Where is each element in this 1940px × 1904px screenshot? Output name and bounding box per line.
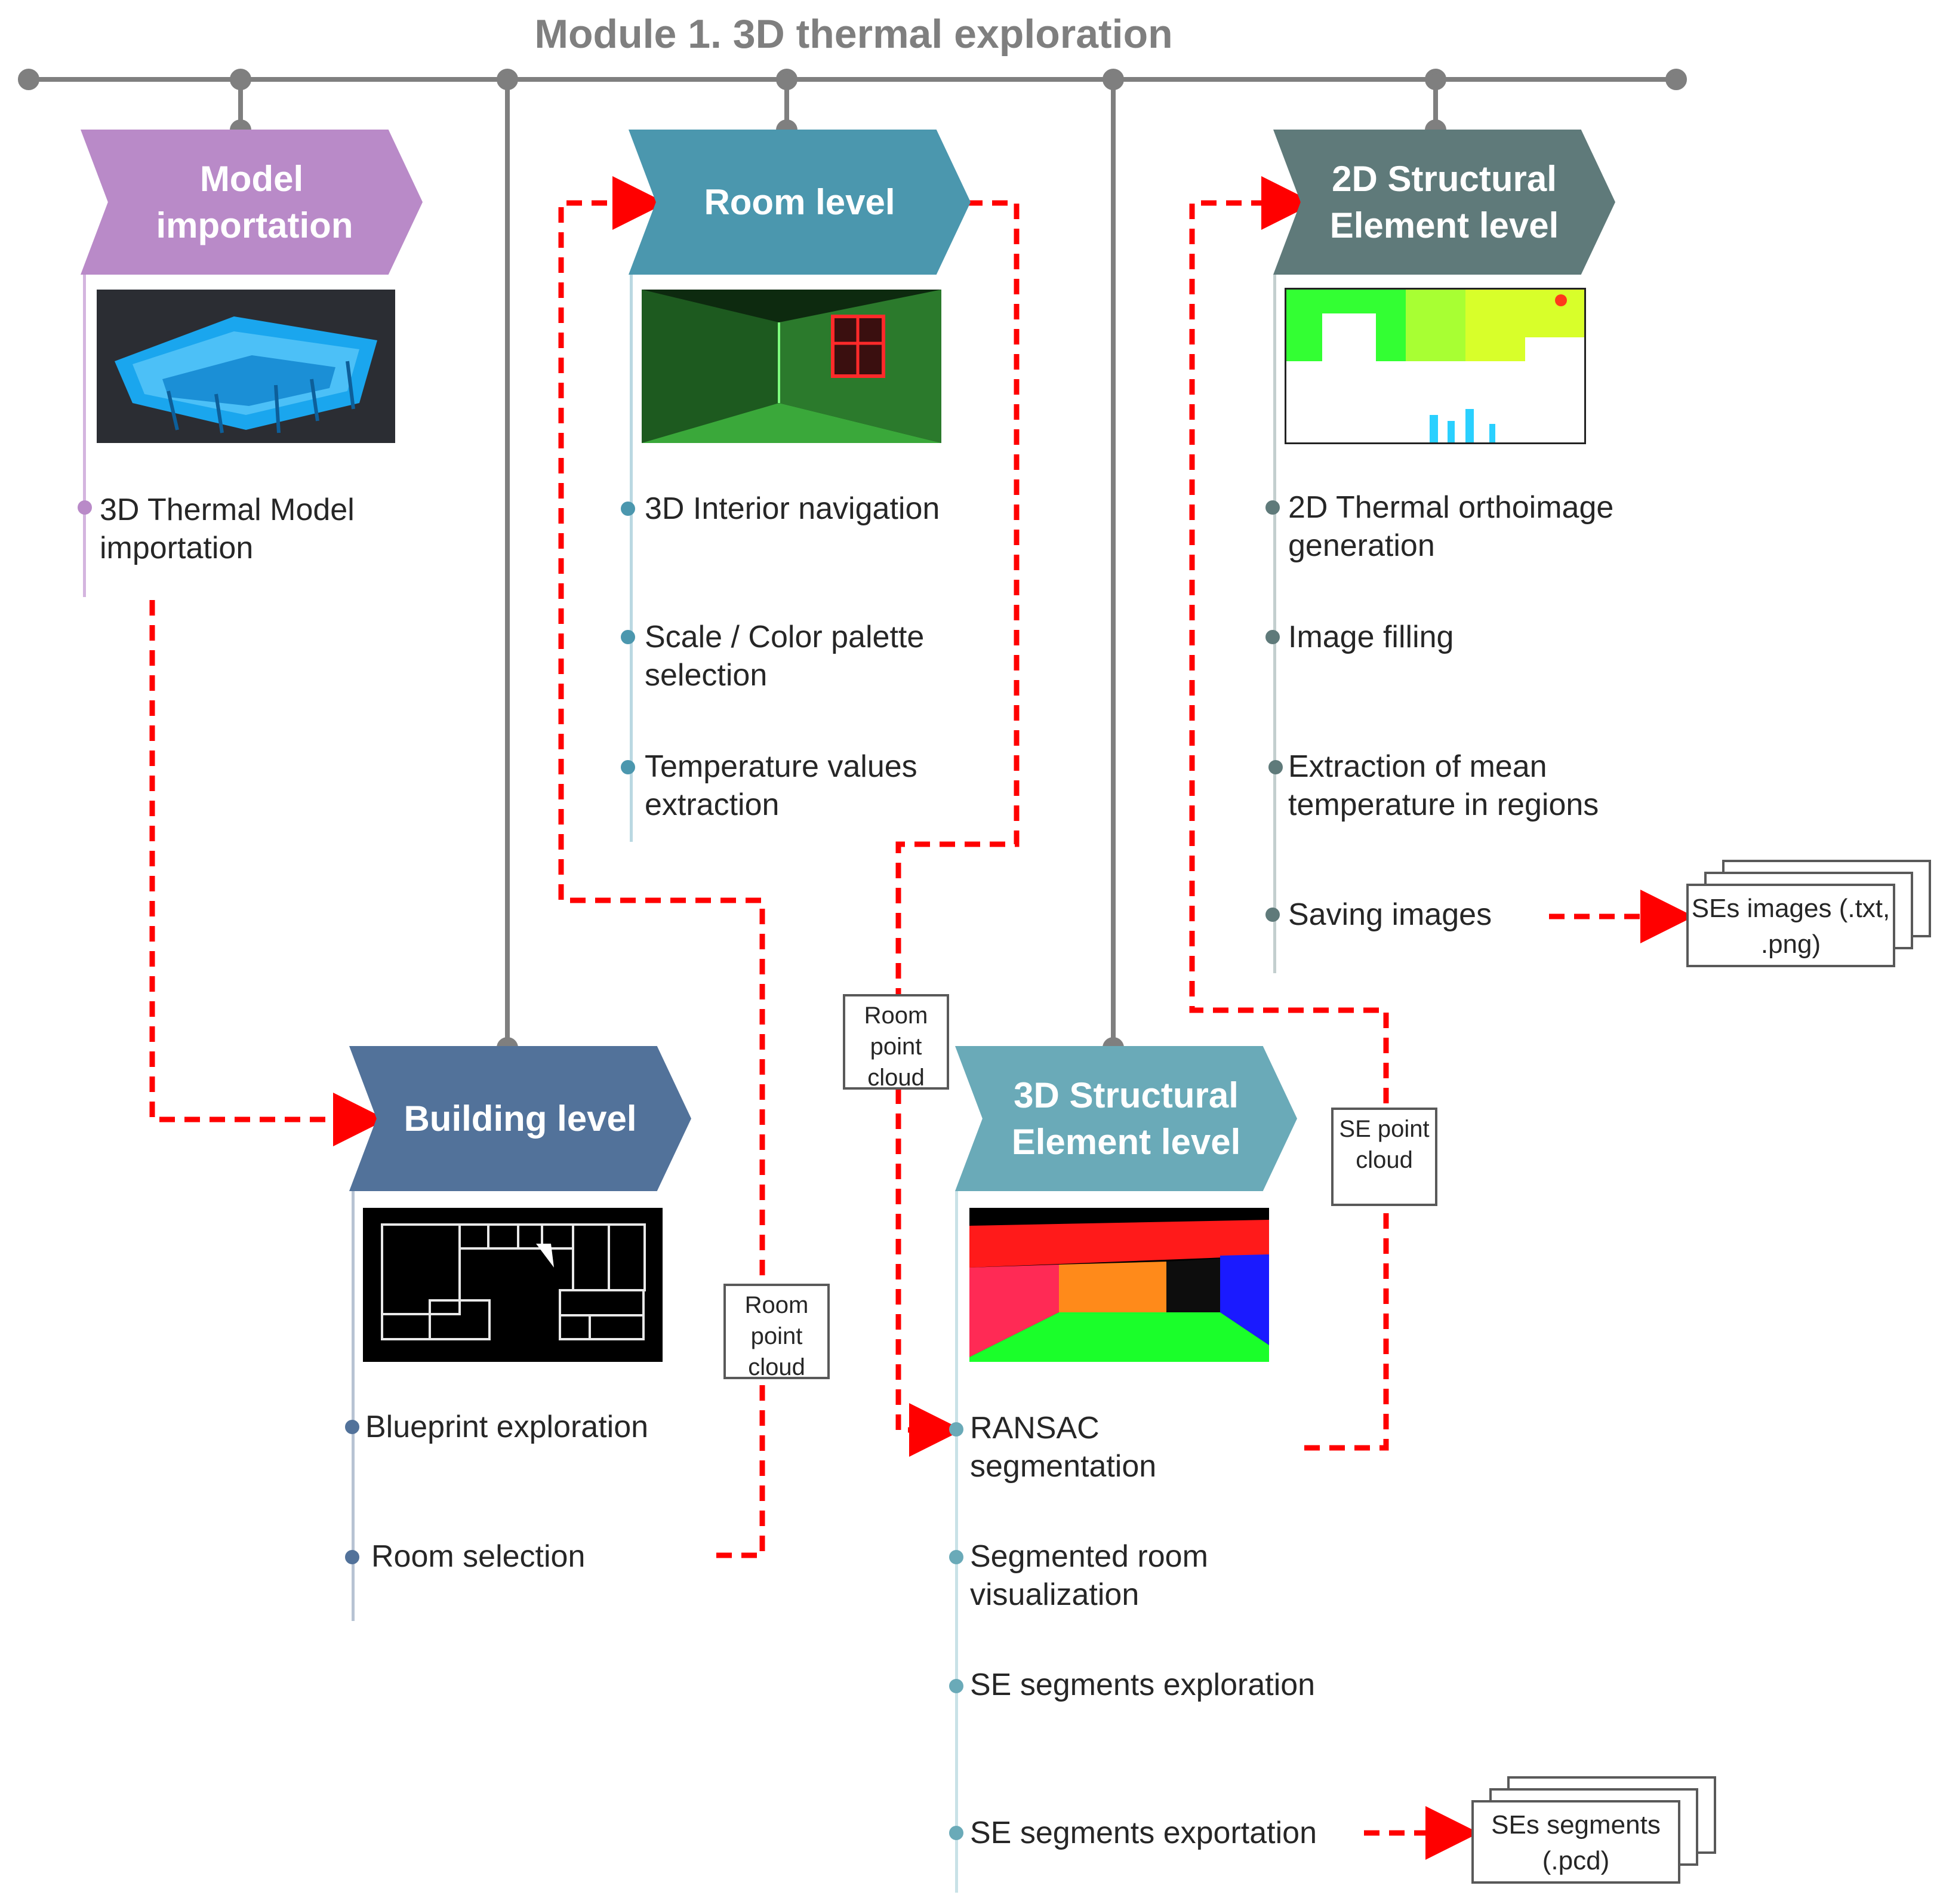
thumbnail-thermal-orthoimage: [1285, 288, 1586, 444]
bullet-dot-3dse-1: [949, 1422, 963, 1437]
flow-3dse-to-2dse: [1189, 176, 1389, 1451]
bullet-dot-model-1: [78, 500, 92, 515]
stage-item-3dse-3: SE segments exploration: [970, 1668, 1316, 1702]
thumbnail-segmented-room: [969, 1208, 1269, 1362]
output-ses-segments-sheet-1: SEs segments (.pcd): [1471, 1800, 1680, 1884]
stage-item-3dse-4: SE segments exportation: [970, 1816, 1317, 1850]
room-interior-image: [642, 290, 941, 443]
thermal-orthoimage-image: [1286, 290, 1584, 442]
bullet-dot-3dse-2: [949, 1550, 963, 1564]
stage-item-building-2: Room selection: [371, 1539, 586, 1574]
stage-stem-3dse: [955, 1191, 958, 1893]
stage-header-2dse: 2D Structural Element level: [1273, 130, 1615, 275]
stage-header-model: Model importation: [81, 130, 423, 275]
stage-item-building-1: Blueprint exploration: [365, 1410, 649, 1444]
output-ses-images-sheet-1: SEs images (.txt, .png): [1686, 884, 1895, 967]
bullet-dot-room-2: [621, 630, 635, 644]
timeline-start-node: [18, 69, 39, 90]
stage-item-room-2: Scale / Color palette selection: [645, 620, 925, 693]
stage-header-3dse: 3D Structural Element level: [955, 1046, 1297, 1191]
stage-stem-room: [630, 275, 633, 842]
stage-item-room-3: Temperature values extraction: [645, 749, 917, 822]
stage-stem-model: [83, 275, 86, 597]
note-se-point-cloud: SE point cloud: [1331, 1108, 1437, 1206]
flow-arrows: [149, 176, 1694, 1860]
thumbnail-room-interior: [642, 290, 941, 443]
output-ses-segments: SEs segments (.pcd): [1471, 1776, 1722, 1890]
bullet-dot-3dse-4: [949, 1826, 963, 1840]
stage-item-room-1: 3D Interior navigation: [645, 491, 940, 526]
stage-item-2dse-2: Image filling: [1288, 620, 1454, 654]
stage-item-2dse-3: Extraction of mean temperature in region…: [1288, 749, 1599, 822]
stage-stem-building: [352, 1191, 355, 1621]
bullet-dot-room-3: [621, 760, 635, 774]
note-room-point-cloud-b: Room point cloud: [723, 1284, 830, 1380]
thumbnail-thermal-model: [97, 290, 395, 443]
stage-header-room-label: Room level: [704, 182, 895, 222]
timeline-end-node: [1665, 69, 1687, 90]
bullet-dot-2dse-4: [1265, 908, 1280, 922]
stage-header-building: Building level: [349, 1046, 691, 1191]
stage-header-building-label: Building level: [404, 1098, 637, 1139]
flow-model-to-building: [149, 600, 387, 1146]
blueprint-image: [381, 1223, 646, 1340]
stage-item-2dse-1: 2D Thermal orthoimage generation: [1288, 490, 1614, 563]
stage-header-2dse-label: 2D Structural Element level: [1329, 158, 1559, 245]
segmented-room-image: [969, 1220, 1269, 1362]
stage-stem-2dse: [1273, 275, 1276, 973]
note-room-point-cloud-a: Room point cloud: [843, 994, 949, 1091]
output-ses-images-label: SEs images (.txt, .png): [1691, 894, 1890, 959]
bullet-dot-2dse-1: [1265, 500, 1280, 515]
bullet-dot-building-1: [345, 1420, 359, 1434]
thermal-model-image: [115, 316, 377, 433]
output-ses-segments-label: SEs segments (.pcd): [1491, 1810, 1661, 1875]
stage-item-3dse-1: RANSAC segmentation: [970, 1411, 1157, 1484]
bullet-dot-2dse-2: [1265, 630, 1280, 644]
bullet-dot-building-2: [345, 1550, 359, 1564]
stage-header-room: Room level: [629, 130, 971, 275]
stage-header-model-label: Model importation: [156, 158, 353, 245]
bullet-dot-2dse-3: [1268, 760, 1283, 774]
output-ses-images: SEs images (.txt, .png): [1686, 860, 1937, 973]
stage-header-3dse-label: 3D Structural Element level: [1011, 1075, 1241, 1162]
stage-item-model-1: 3D Thermal Model importation: [100, 493, 355, 565]
bullet-dot-room-1: [621, 502, 635, 516]
thumbnail-blueprint: [363, 1208, 663, 1362]
diagram-title: Module 1. 3D thermal exploration: [534, 11, 1173, 57]
stage-item-2dse-4: Saving images: [1288, 897, 1492, 932]
flow-building-to-room: [558, 176, 765, 1558]
bullet-dot-3dse-3: [949, 1679, 963, 1693]
stage-item-3dse-2: Segmented room visualization: [970, 1539, 1208, 1612]
